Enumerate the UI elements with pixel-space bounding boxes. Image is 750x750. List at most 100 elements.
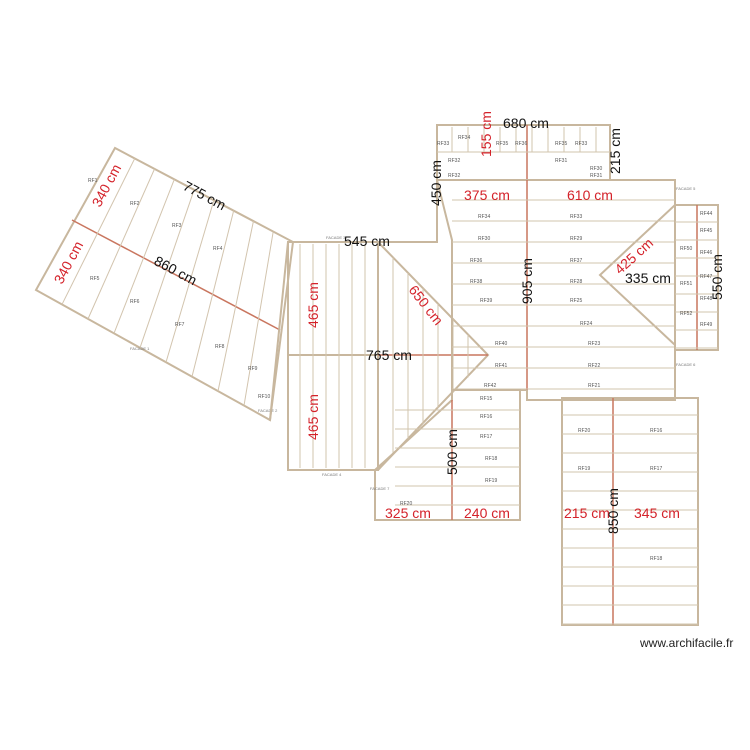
- rafter-label: RF20: [400, 501, 412, 507]
- rafter-label: RF9: [248, 366, 258, 372]
- bottom-right-rafters: [562, 414, 698, 625]
- rafter-label: RF39: [480, 298, 492, 304]
- facade-label: FACADE 7: [370, 486, 390, 491]
- rafter-label: RF32: [448, 173, 460, 179]
- rafter-label: RF5: [90, 276, 100, 282]
- right-central-connector: [377, 179, 438, 243]
- dimension-left-bottom: 340 cm: [51, 238, 87, 286]
- rafter-label: RF3: [172, 223, 182, 229]
- dimension-top-height: 450 cm: [428, 160, 444, 206]
- rafter-label: RF36: [515, 141, 527, 147]
- top-block-rafters: [437, 127, 610, 153]
- bottom-right-outline: [561, 397, 699, 626]
- rafter-line: [87, 168, 156, 320]
- facade-label: FACADE 4: [322, 472, 342, 477]
- dimension-mid-span: 765 cm: [366, 347, 412, 363]
- right-wing: RF44 RF45 RF46 RF47 RF48 RF49 RF50 RF51 …: [674, 204, 719, 351]
- middle-block: FACADE 3 FACADE 4: [269, 235, 379, 477]
- right-wing-outline: [674, 204, 719, 351]
- rafter-line: [165, 200, 215, 363]
- rafter-label: RF19: [578, 466, 590, 472]
- rafter-label: RF21: [588, 383, 600, 389]
- rafter-label: RF19: [485, 478, 497, 484]
- left-wing-outline: [34, 146, 295, 422]
- dimension-top-small: 155 cm: [478, 111, 494, 157]
- rafter-label: RF24: [580, 321, 592, 327]
- dimension-right-height: 550 cm: [709, 254, 725, 300]
- facade-label: FACADE 2: [258, 408, 278, 413]
- rafter-label: RF52: [680, 311, 692, 317]
- dimension-right-vertical: 905 cm: [519, 258, 535, 304]
- dimension-mid-lower: 465 cm: [305, 394, 321, 440]
- rafter-label: RF17: [480, 434, 492, 440]
- rafter-label: RF38: [470, 279, 482, 285]
- rafter-label: RF47: [700, 274, 712, 280]
- rafter-label: RF33: [437, 141, 449, 147]
- rafter-label: RF10: [258, 394, 270, 400]
- rafter-label: RF17: [650, 466, 662, 472]
- top-block: RF33 RF34 RF35 RF36 RF35 RF33 RF32 RF31 …: [436, 124, 611, 181]
- rafter-label: RF28: [570, 279, 582, 285]
- dimension-mid-upper: 465 cm: [305, 282, 321, 328]
- rafter-label: RF31: [555, 158, 567, 164]
- rafter-label: RF15: [480, 396, 492, 402]
- dimension-lower-left: 325 cm: [385, 505, 431, 521]
- rafter-label: RF42: [484, 383, 496, 389]
- rafter-label: RF23: [588, 341, 600, 347]
- rafter-label: RF22: [588, 363, 600, 369]
- right-central-rafters: [452, 199, 675, 390]
- dimension-lower-right: 240 cm: [464, 505, 510, 521]
- central-hip: [377, 241, 490, 471]
- rafter-label: RF18: [485, 456, 497, 462]
- rafter-label: RF6: [130, 299, 140, 305]
- rafter-line: [139, 189, 195, 348]
- dimension-right-right: 610 cm: [567, 187, 613, 203]
- dimension-top-width: 680 cm: [503, 115, 549, 131]
- dimension-br-right: 345 cm: [634, 505, 680, 521]
- right-wing-rafters: [675, 221, 718, 349]
- left-wing-rafters: [61, 158, 274, 406]
- rafter-line: [113, 179, 175, 334]
- rafter-label: RF2: [130, 201, 140, 207]
- middle-block-connector: [269, 241, 289, 421]
- dimension-right-inner: 335 cm: [625, 270, 671, 286]
- rafter-label: RF48: [700, 296, 712, 302]
- dimension-left-long: 860 cm: [152, 253, 200, 289]
- rafter-label: RF31: [590, 173, 602, 179]
- rafter-line: [243, 231, 274, 406]
- rafter-label: RF35: [496, 141, 508, 147]
- left-wing-ridge: [71, 219, 281, 331]
- dimension-mid-top: 545 cm: [344, 233, 390, 249]
- rafter-label: RF46: [700, 250, 712, 256]
- dimension-br-left: 215 cm: [564, 505, 610, 521]
- rafter-line: [191, 210, 235, 377]
- rafter-label: RF35: [555, 141, 567, 147]
- rafter-label: RF51: [680, 281, 692, 287]
- rafter-label: RF34: [458, 135, 470, 141]
- rafter-label: RF30: [478, 236, 490, 242]
- rafter-label: RF37: [570, 258, 582, 264]
- rafter-label: RF16: [480, 414, 492, 420]
- rafter-label: RF8: [215, 344, 225, 350]
- dimension-br-height: 850 cm: [605, 488, 621, 534]
- rafter-label: RF32: [448, 158, 460, 164]
- facade-label: FACADE 1: [130, 346, 150, 351]
- dimension-top-right-small: 215 cm: [607, 128, 623, 174]
- right-central-hip: [598, 204, 676, 346]
- watermark-text: www.archifacile.fr: [640, 636, 734, 650]
- facade-label: FACADE 6: [676, 362, 696, 367]
- rafter-label: RF40: [495, 341, 507, 347]
- rafter-label: RF36: [470, 258, 482, 264]
- dimension-right-left: 375 cm: [464, 187, 510, 203]
- right-central-rafter-labels: RF32 RF31 RF34 RF33 RF30 RF29 RF36 RF37 …: [448, 173, 602, 389]
- rafter-label: RF30: [590, 166, 602, 172]
- rafter-label: RF25: [570, 298, 582, 304]
- rafter-label: RF33: [570, 214, 582, 220]
- rafter-label: RF33: [575, 141, 587, 147]
- rafter-label: RF41: [495, 363, 507, 369]
- lower-middle-rafters: [395, 409, 520, 506]
- bottom-right-block: RF20 RF19 RF16 RF17 RF18: [561, 397, 699, 626]
- rafter-label: RF18: [650, 556, 662, 562]
- rafter-label: RF34: [478, 214, 490, 220]
